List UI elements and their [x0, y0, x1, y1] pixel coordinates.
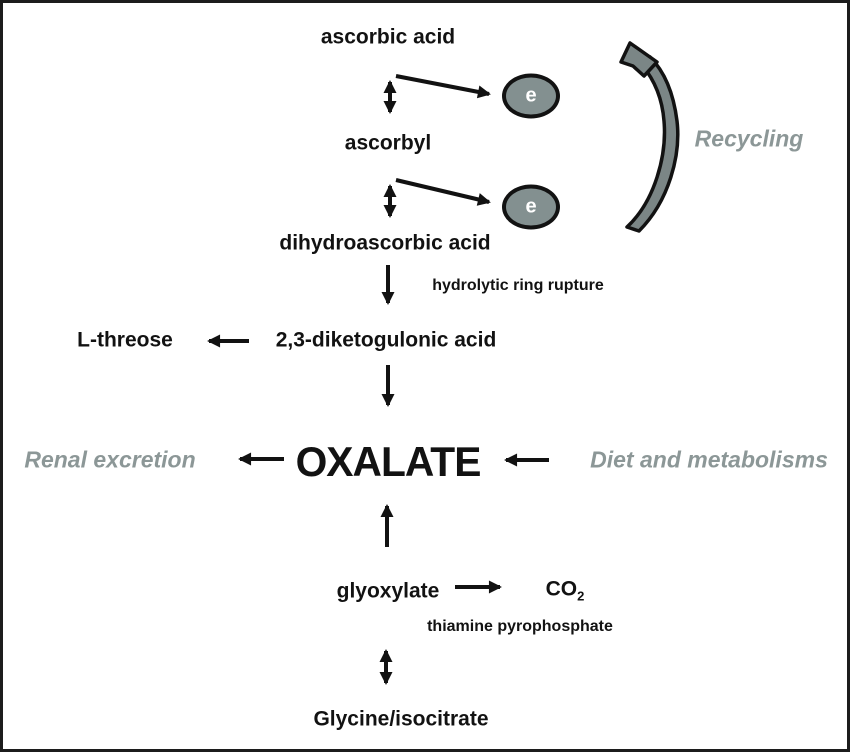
node-ascorbic-acid: ascorbic acid	[320, 25, 456, 49]
label-thiamine-pyrophosphate: thiamine pyrophosphate	[427, 618, 613, 635]
node-diketogulonic-acid: 2,3-diketogulonic acid	[275, 328, 497, 352]
node-co2: CO2	[545, 577, 585, 603]
arrow-layer	[207, 41, 680, 685]
electron-circle-1: e	[502, 73, 560, 119]
arrow-electron-2	[395, 178, 491, 206]
label-renal-excretion: Renal excretion	[24, 446, 196, 473]
electron-label: e	[525, 84, 537, 107]
node-glyoxylate: glyoxylate	[336, 579, 440, 603]
node-glycine-isocitrate: Glycine/isocitrate	[313, 707, 489, 731]
electron-circle-2: e	[502, 184, 560, 230]
recycling-arrow-head	[619, 41, 659, 78]
label-hydrolytic-ring-rupture: hydrolytic ring rupture	[432, 277, 604, 294]
node-oxalate: OXALATE	[295, 438, 482, 485]
co2-base: CO	[545, 577, 578, 601]
label-diet-and-metabolisms: Diet and metabolisms	[590, 446, 828, 473]
recycling-arrow-body	[625, 55, 680, 233]
label-recycling: Recycling	[694, 125, 804, 152]
arrow-electron-1	[395, 74, 491, 99]
electron-label: e	[525, 195, 537, 218]
node-ascorbyl: ascorbyl	[344, 131, 432, 155]
node-l-threose: L-threose	[77, 328, 173, 352]
node-dihydroascorbic-acid: dihydroascorbic acid	[279, 231, 491, 255]
co2-subscript: 2	[577, 588, 585, 604]
